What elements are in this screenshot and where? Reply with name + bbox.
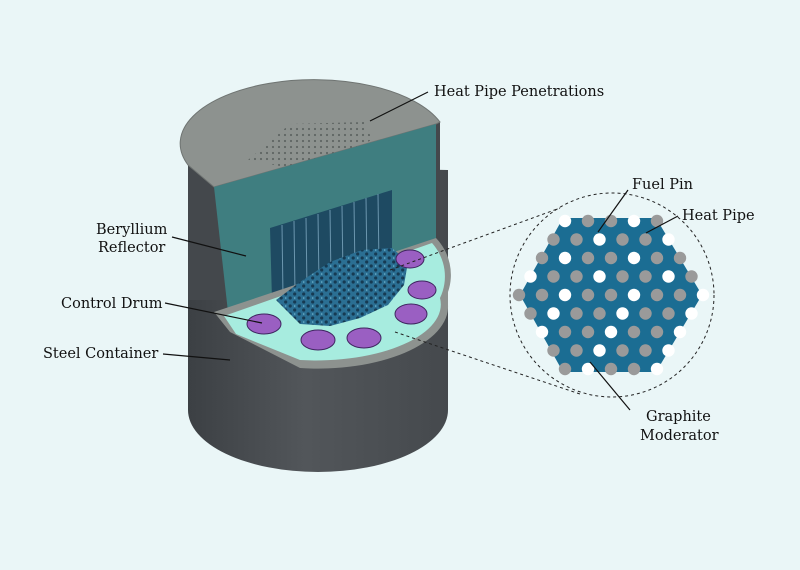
fuel-pin (604, 362, 618, 376)
label-beryllium-reflector-line2: Reflector (98, 240, 166, 256)
fuel-pin (581, 214, 595, 228)
fuel-pin (639, 344, 652, 357)
fuel-and-heat-pipe-pins (512, 214, 710, 376)
control-drum (407, 280, 437, 300)
heat-pipe (558, 214, 572, 228)
fuel-pin (524, 307, 537, 320)
fuel-pin (662, 307, 675, 320)
control-drums (246, 249, 437, 351)
heat-pipe (535, 325, 549, 339)
label-beryllium-reflector-line1: Beryllium (96, 222, 168, 238)
heat-pipe (662, 344, 675, 357)
fuel-pin (581, 325, 595, 339)
core-fuel-region (276, 248, 408, 326)
fuel-pin (570, 344, 583, 357)
label-fuel-pin: Fuel Pin (632, 177, 693, 193)
fuel-pin (650, 251, 664, 265)
fuel-pin (570, 307, 583, 320)
heat-pipe (627, 251, 641, 265)
fuel-pin (627, 362, 641, 376)
fuel-pin (558, 362, 572, 376)
heat-pipe (616, 307, 629, 320)
leader-lines (162, 91, 679, 411)
heat-pipe (524, 270, 537, 283)
fuel-pin (639, 270, 652, 283)
label-heat-pipe-penetrations: Heat Pipe Penetrations (434, 84, 605, 100)
fuel-pin (685, 270, 698, 283)
label-heat-pipe: Heat Pipe (682, 208, 755, 224)
fuel-pin (604, 288, 618, 302)
fuel-pin (627, 325, 641, 339)
control-drum (395, 249, 425, 269)
fuel-pin (616, 233, 629, 246)
fuel-pin (673, 288, 687, 302)
fuel-pin (604, 214, 618, 228)
heat-pipe (593, 270, 606, 283)
heat-pipe (627, 288, 641, 302)
heat-pipe (547, 307, 560, 320)
zoom-line-bottom (394, 331, 581, 395)
heat-pipe (627, 214, 641, 228)
fuel-pin (547, 344, 560, 357)
heat-pipe (685, 307, 698, 320)
heat-pipe (593, 344, 606, 357)
label-graphite-moderator-line2: Moderator (640, 428, 719, 444)
heat-pipe (650, 362, 664, 376)
core-section (270, 190, 392, 300)
fuel-pin (604, 251, 618, 265)
fuel-pin (673, 251, 687, 265)
fuel-pin (650, 214, 664, 228)
fuel-pin (512, 288, 526, 302)
heat-pipe (558, 251, 572, 265)
fuel-pin (558, 325, 572, 339)
control-drum (246, 313, 282, 335)
fuel-pin (650, 325, 664, 339)
fuel-pin (593, 307, 606, 320)
control-drum (394, 303, 428, 325)
heat-pipe (696, 288, 710, 302)
fuel-pin (570, 270, 583, 283)
fuel-pin (616, 344, 629, 357)
heat-pipe-penetration-array (248, 122, 372, 170)
heat-pipe (581, 362, 595, 376)
fuel-pin (581, 288, 595, 302)
fuel-pin (547, 233, 560, 246)
fuel-pin (547, 270, 560, 283)
heat-pipe (662, 233, 675, 246)
fuel-pin (581, 251, 595, 265)
label-control-drum: Control Drum (61, 296, 163, 312)
fuel-pin (535, 251, 549, 265)
control-drum (346, 327, 382, 349)
fuel-pin (535, 288, 549, 302)
control-drum (300, 329, 336, 351)
heat-pipe (558, 288, 572, 302)
heat-pipe (593, 233, 606, 246)
fuel-pin (639, 307, 652, 320)
fuel-pin (616, 270, 629, 283)
heat-pipe (604, 325, 618, 339)
zoom-circle (509, 192, 715, 398)
label-graphite-moderator-line1: Graphite (646, 409, 711, 425)
fuel-pin (650, 288, 664, 302)
fuel-pin (639, 233, 652, 246)
label-steel-container: Steel Container (43, 346, 159, 362)
fuel-pin (570, 233, 583, 246)
zoom-line-top (389, 207, 561, 271)
heat-pipe (662, 270, 675, 283)
heat-pipe (673, 325, 687, 339)
